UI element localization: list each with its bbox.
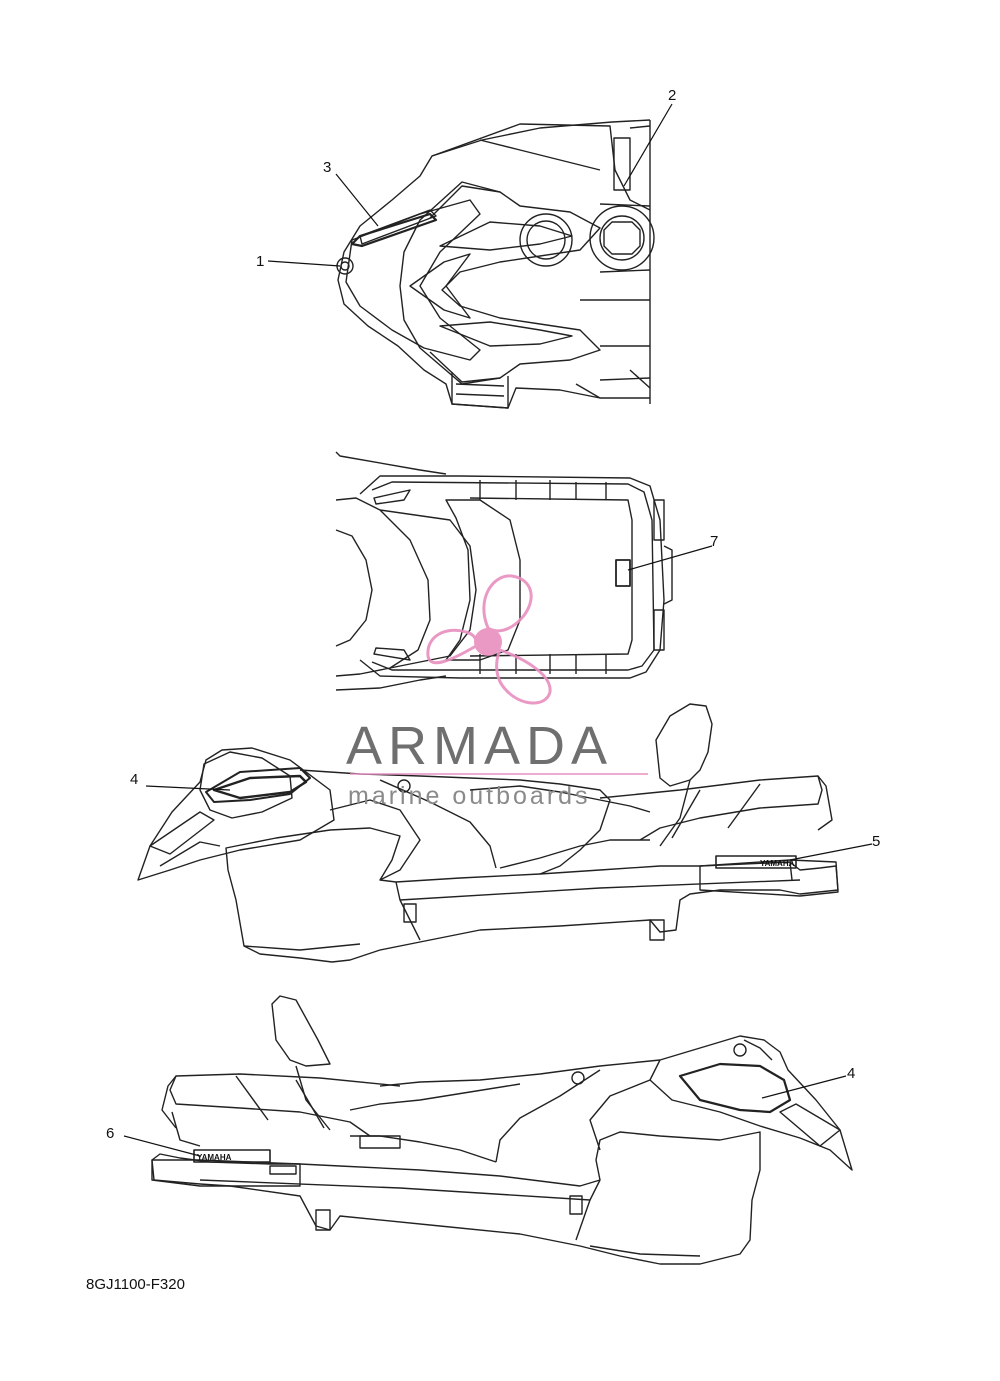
callout-3: 3 [323, 159, 331, 176]
callout-2: 2 [668, 87, 676, 104]
watermark-tagline: marine outboards [348, 782, 591, 810]
callout-5: 5 [872, 833, 880, 850]
callout-leaders [123, 103, 873, 1157]
callout-7: 7 [710, 533, 718, 550]
decal-brand-left: YAMAHA [760, 859, 795, 868]
rear-rack-view [335, 451, 673, 691]
propeller-logo-icon [426, 574, 552, 705]
decal-brand-right: YAMAHA [197, 1153, 232, 1162]
figure-code-label: 8GJ1100-F320 [86, 1276, 185, 1293]
front-hood-view [336, 119, 655, 409]
right-side-view [151, 995, 853, 1265]
armada-watermark: ARMADA marine outboards [346, 574, 648, 810]
callout-4-right: 4 [847, 1065, 855, 1082]
watermark-name: ARMADA [346, 716, 613, 776]
callout-6: 6 [106, 1125, 114, 1142]
left-side-view [137, 703, 839, 963]
callout-1: 1 [256, 253, 264, 270]
callout-4-left: 4 [130, 771, 138, 788]
